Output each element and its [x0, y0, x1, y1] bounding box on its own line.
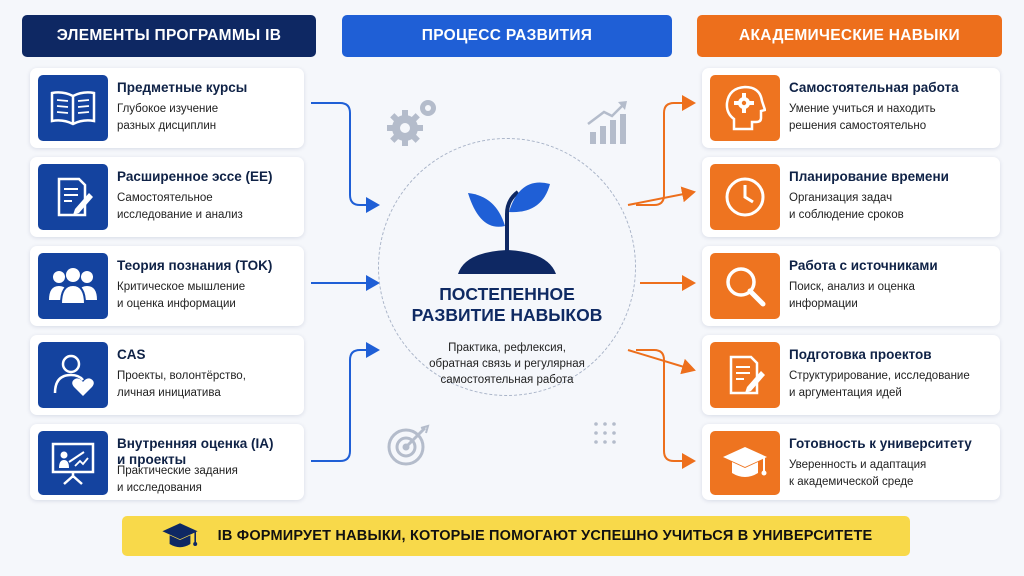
card-independent-work: Самостоятельная работа Умение учиться и … [702, 68, 1000, 148]
graduation-cap-icon [710, 431, 780, 495]
process-circle [378, 138, 636, 396]
bottom-banner: IB ФОРМИРУЕТ НАВЫКИ, КОТОРЫЕ ПОМОГАЮТ УС… [122, 516, 910, 556]
people-group-icon [38, 253, 108, 319]
arrow-right-2 [627, 186, 696, 206]
head-gear-icon [710, 75, 780, 141]
card-cas: CAS Проекты, волонтёрство,личная инициат… [30, 335, 304, 415]
card-title: Готовность к университету [789, 436, 972, 451]
card-title: CAS [117, 347, 146, 362]
arrow-left-5 [311, 342, 380, 462]
card-title: Теория познания (TOK) [117, 258, 273, 273]
card-title: Расширенное эссе (EE) [117, 169, 273, 184]
card-title: Планирование времени [789, 169, 949, 184]
dots-grid-icon [594, 422, 616, 444]
magnifier-icon [710, 253, 780, 319]
left-column-header: ЭЛЕМЕНТЫ ПРОГРАММЫ IB [22, 15, 316, 57]
card-title: Самостоятельная работа [789, 80, 959, 95]
card-title: Внутренняя оценка (IA) и проекты [117, 436, 274, 467]
card-title: Подготовка проектов [789, 347, 932, 362]
target-icon [387, 424, 430, 466]
card-theory-of-knowledge: Теория познания (TOK) Критическое мышлен… [30, 246, 304, 326]
banner-text: IB ФОРМИРУЕТ НАВЫКИ, КОТОРЫЕ ПОМОГАЮТ УС… [217, 528, 873, 544]
center-description: Практика, рефлексия, обратная связь и ре… [429, 342, 585, 386]
book-icon [38, 75, 108, 141]
graduation-cap-icon [162, 523, 198, 548]
gears-icon [387, 100, 436, 146]
card-title: Предметные курсы [117, 80, 248, 95]
card-title: Работа с источниками [789, 258, 938, 273]
card-description: Проекты, волонтёрство,личная инициатива [117, 370, 246, 399]
arrow-right-1 [636, 95, 696, 206]
arrow-right-5 [636, 349, 696, 469]
card-university-readiness: Готовность к университету Уверенность и … [702, 424, 1000, 500]
center-title: ПОСТЕПЕННОЕ РАЗВИТИЕ НАВЫКОВ [411, 284, 603, 325]
right-column-header: АКАДЕМИЧЕСКИЕ НАВЫКИ [697, 15, 1002, 57]
clock-icon [710, 164, 780, 230]
middle-column-header: ПРОЦЕСС РАЗВИТИЯ [342, 15, 672, 57]
growth-chart-icon [587, 101, 627, 144]
document-pencil-icon [38, 164, 108, 230]
document-edit-icon [710, 342, 780, 408]
arrow-left-1 [311, 102, 380, 213]
presentation-board-icon [38, 431, 108, 495]
card-working-with-sources: Работа с источниками Поиск, анализ и оце… [702, 246, 1000, 326]
card-internal-assessment: Внутренняя оценка (IA) и проекты Практич… [30, 424, 304, 500]
card-project-preparation: Подготовка проектов Структурирование, ис… [702, 335, 1000, 415]
arrow-right-4 [627, 349, 696, 375]
person-heart-icon [38, 342, 108, 408]
